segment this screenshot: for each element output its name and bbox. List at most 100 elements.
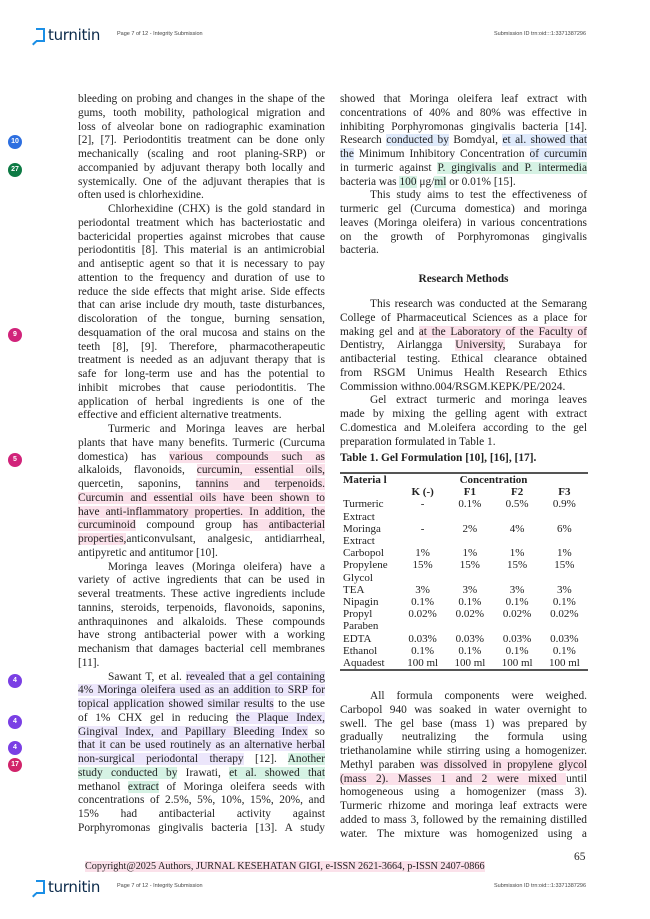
paragraph: Moringa leaves (Moringa oleifera) have a…: [78, 561, 325, 671]
match-source-badge[interactable]: 9: [8, 328, 22, 342]
text-line: concentrations of 40% and 80% was effect…: [340, 107, 587, 121]
text-segment: made by mixing the gelling agent with ex…: [340, 408, 587, 420]
text-segment: C.domestica and M.oleifera according to …: [340, 421, 587, 434]
text-segment: anticonvulsant, analgesic, antidiarrheal…: [126, 533, 325, 545]
text-line: 15% had antibacterial activity against: [78, 808, 325, 822]
match-source-badge[interactable]: 4: [8, 715, 22, 729]
text-line: tannins, steroids, terpenoids, flavonoid…: [78, 602, 325, 616]
match-source-badge[interactable]: 4: [8, 674, 22, 688]
text-segment: desquamation of the oral mucosa and stai…: [78, 326, 325, 339]
text-segment: preparation formulated in Table 1.: [340, 435, 496, 448]
concentration-cell: 0.02%: [502, 608, 532, 621]
text-line: (mass 2). Masses 1 and 2 were mixed unti…: [340, 772, 587, 787]
submission-id: Submission ID trn:oid:::1:3371387296: [494, 31, 587, 37]
text-segment: Moringa leaves (Moringa oleifera) have a: [108, 560, 325, 573]
column-header: F2: [511, 486, 524, 499]
paragraph: This research was conducted at the Semar…: [340, 298, 587, 394]
text-segment: 15% had antibacterial activity against: [78, 808, 325, 820]
text-line: C.domestica and M.oleifera according to …: [340, 422, 587, 436]
concentration-cell: 0.1%: [458, 498, 482, 511]
match-source-badge[interactable]: 4: [8, 741, 22, 755]
match-source-badge[interactable]: 10: [8, 135, 22, 149]
text-segment: turmeric gel (Curcuma domestica) and mor…: [340, 203, 587, 215]
match-source-badge[interactable]: 17: [8, 758, 22, 772]
text-line: often used is chlorhexidine.: [78, 189, 325, 203]
material-cell: Propylene Glycol: [343, 559, 388, 584]
text-line: antipyretic and antitumor [10].: [78, 547, 325, 561]
text-segment: compound group: [135, 519, 243, 532]
text-segment: variety of active ingredients that can b…: [78, 574, 325, 587]
logo-text: turnitin: [48, 878, 101, 896]
concentration-cell: 0.1%: [552, 596, 576, 609]
concentration-cell: 2%: [462, 522, 478, 535]
concentration-cell: 0.02%: [550, 608, 579, 621]
concentration-cell: 1%: [509, 547, 525, 560]
text-segment: added to mass 3, followed by the remaini…: [340, 813, 587, 826]
text-segment: antipyretic and antitumor [10].: [78, 546, 218, 559]
copyright-line: Copyright@2025 Authors, JURNAL KESEHATAN…: [85, 861, 485, 872]
concentration-cell: 0.03%: [408, 632, 437, 645]
text-line: concentrations of 2.5%, 5%, 10%, 15%, 20…: [78, 794, 325, 808]
text-segment: of 1% CHX gel in reducing: [78, 711, 236, 724]
match-source-badge[interactable]: 27: [8, 163, 22, 177]
concentration-cell: 0.1%: [505, 596, 529, 609]
text-line: [2], [7]. Periodontitis treatment can be…: [78, 134, 325, 148]
text-line: periodontitis [8]. This material is an a…: [78, 244, 325, 258]
material-cell: EDTA: [343, 632, 372, 645]
match-source-badge[interactable]: 5: [8, 453, 22, 467]
concentration-cell: 100 ml: [548, 657, 580, 670]
text-segment: leaves (Moringa oleifera) in various con…: [340, 216, 587, 229]
text-line: of 1% CHX gel in reducing the Plaque Ind…: [78, 711, 325, 726]
text-line: Methyl paraben was dissolved in propylen…: [340, 758, 587, 773]
paragraph: This study aims to test the effectivenes…: [340, 189, 587, 258]
text-line: added to mass 3, followed by the remaini…: [340, 814, 587, 828]
page-info: Page 7 of 12 - Integrity Submission: [117, 31, 203, 37]
text-line: Gingival Index, and Papillary Bleeding I…: [78, 725, 325, 740]
table-row: Moringa Extract-2%4%6%: [340, 523, 588, 547]
text-line: bacteria.: [340, 244, 587, 258]
material-cell: TEA: [343, 583, 365, 596]
material-cell: Turmeric Extract: [343, 498, 384, 523]
similarity-highlight: ml: [434, 175, 447, 188]
text-line: methanol extract of Moringa oleifera see…: [78, 780, 325, 795]
text-segment: systemically. One of the adjuvant therap…: [78, 175, 325, 188]
text-line: turmeric gel (Curcuma domestica) and mor…: [340, 203, 587, 217]
text-segment: accompanied by adjuvant therapy both loc…: [78, 161, 325, 174]
text-segment: teeth [8], [9]. Therefore, pharmacothera…: [78, 340, 325, 353]
text-segment: Sawant T, et al.: [108, 670, 186, 683]
text-segment: [2], [7]. Periodontitis treatment can be…: [78, 134, 325, 147]
text-segment: reduce the side effects that might arise…: [78, 285, 325, 298]
right-column-procedure: All formula components were weighed.Carb…: [340, 690, 587, 841]
header-concentration: Concentration: [459, 474, 528, 486]
similarity-highlight: of curcumin: [529, 148, 588, 160]
page-number: 65: [574, 851, 586, 863]
table-title: Table 1. Gel Formulation [10], [16], [17…: [340, 452, 537, 464]
concentration-cell: 0.03%: [550, 632, 579, 645]
text-line: Dentistry, Airlangga University, Surabay…: [340, 339, 587, 353]
text-segment: gums, tooth mobility, pathological migra…: [78, 106, 325, 119]
similarity-highlight: topical application showed similar resul…: [78, 698, 274, 710]
text-line: College of Pharmaceutical Sciences as a …: [340, 312, 587, 326]
text-line: and antiseptic agent so that it is neces…: [78, 258, 325, 272]
text-line: Chlorhexidine (CHX) is the gold standard…: [78, 203, 325, 217]
page-info: Page 7 of 12 - Integrity Submission: [117, 883, 203, 889]
similarity-highlight: the Plaque Index,: [235, 711, 325, 724]
text-segment: triethanolamine while stirring using a h…: [340, 745, 587, 757]
left-column: bleeding on probing and changes in the s…: [78, 93, 326, 836]
text-line: inhibit microbes that cause periodontiti…: [78, 382, 325, 396]
text-segment: Minimum Inhibitory Concentration: [353, 148, 530, 160]
text-line: variety of active ingredients that can b…: [78, 574, 325, 588]
text-line: desquamation of the oral mucosa and stai…: [78, 327, 325, 341]
concentration-cell: 0.5%: [505, 498, 529, 511]
text-line: bleeding on probing and changes in the s…: [78, 93, 325, 107]
similarity-highlight: conducted by: [386, 134, 449, 147]
text-line: mechanically (scaling and root planing-S…: [78, 148, 325, 162]
text-segment: Methyl paraben: [340, 758, 421, 771]
text-line: triethanolamine while stirring using a h…: [340, 745, 587, 759]
paragraph: All formula components were weighed.Carb…: [340, 690, 587, 841]
text-segment: periodontal treatment which has bacterio…: [78, 216, 325, 229]
